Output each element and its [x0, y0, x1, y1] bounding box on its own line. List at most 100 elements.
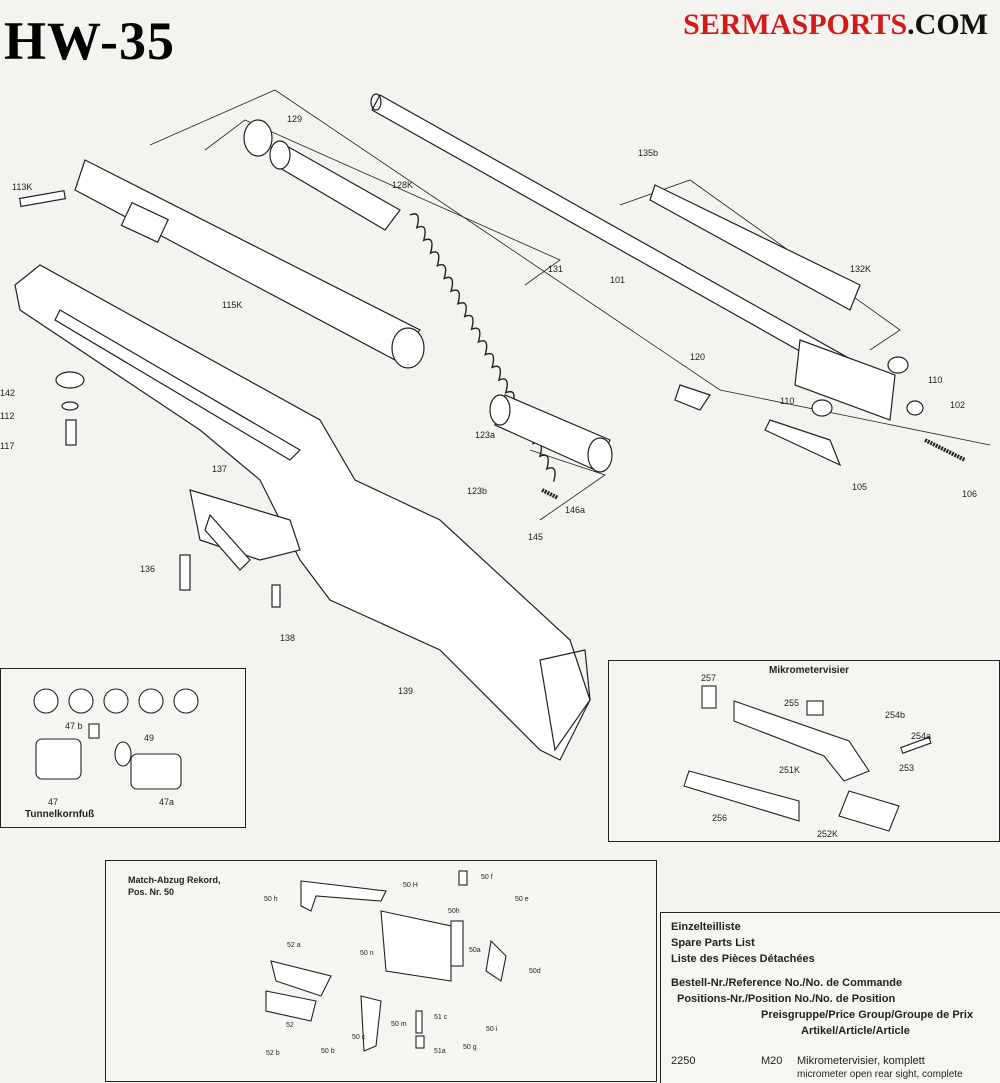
label-254b: 254b	[885, 710, 905, 720]
brand-logo: SERMASPORTS.COM	[683, 8, 988, 42]
label-123a: 123a	[475, 430, 495, 440]
trigger-block	[489, 394, 613, 473]
compression-tube-115k	[74, 159, 425, 369]
label-254a: 254a	[911, 731, 931, 741]
label-113k: 113K	[12, 182, 32, 192]
column-article: Artikel/Article/Article	[801, 1025, 910, 1037]
label-47b: 47 b	[65, 721, 83, 731]
label-50h-mid: 50h	[448, 908, 460, 915]
spring-106	[924, 438, 966, 462]
trigger-box-title2: Pos. Nr. 50	[128, 887, 175, 897]
spring-guide-120	[674, 384, 711, 411]
label-50n: 50 n	[360, 950, 374, 957]
label-50i: 50 i	[486, 1026, 498, 1033]
label-50g: 50 g	[463, 1044, 477, 1051]
label-110a: 110	[928, 375, 942, 385]
label-251k: 251K	[779, 765, 800, 775]
parts-list-heading-de: Einzelteilliste	[671, 921, 741, 933]
label-255: 255	[784, 698, 799, 708]
brand-domain: .COM	[907, 8, 988, 41]
trigger-guard-137	[189, 489, 301, 571]
label-52a: 52 a	[287, 942, 301, 949]
label-50h-left: 50 h	[264, 896, 278, 903]
screw-138	[271, 584, 281, 608]
label-253: 253	[899, 763, 914, 773]
label-50e: 50 e	[515, 896, 529, 903]
label-138: 138	[280, 633, 295, 643]
label-120: 120	[690, 352, 705, 362]
label-50f: 50 f	[481, 874, 493, 881]
washer-110	[887, 356, 909, 374]
label-51a: 51a	[434, 1048, 446, 1055]
latch-105	[764, 419, 842, 467]
label-142: 142	[0, 388, 15, 398]
label-50b: 50 b	[321, 1048, 335, 1055]
label-47a: 47a	[159, 797, 174, 807]
row-article: Mikrometervisier, komplett	[797, 1055, 925, 1067]
tunnel-box-title: Tunnelkornfuß	[25, 809, 95, 820]
trigger-box-title1: Match-Abzug Rekord,	[128, 875, 221, 885]
label-52: 52	[286, 1022, 294, 1029]
label-47: 47	[48, 797, 58, 807]
tunnel-sight-box: 47 b 49 47 47a Tunnelkornfuß	[0, 668, 246, 828]
label-128k: 128K	[392, 180, 413, 190]
label-50h-top: 50 H	[403, 882, 418, 889]
micrometer-sight-box: Mikrometervisier 257 255 254b 254a 251K …	[608, 660, 1000, 842]
label-105: 105	[852, 482, 867, 492]
label-252k: 252K	[817, 829, 838, 839]
label-137: 137	[212, 464, 227, 474]
label-115k: 115K	[222, 300, 242, 310]
column-price-group: Preisgruppe/Price Group/Groupe de Prix	[761, 1009, 974, 1021]
screw-117	[65, 419, 77, 446]
label-132k: 132K	[850, 264, 871, 274]
row-article-en: micrometer open rear sight, complete	[797, 1069, 963, 1080]
label-52b: 52 b	[266, 1050, 280, 1057]
parts-list-heading-en: Spare Parts List	[671, 937, 755, 949]
label-50a: 50a	[469, 947, 481, 954]
label-101: 101	[610, 275, 625, 285]
nut-142	[55, 371, 85, 389]
label-106: 106	[962, 489, 977, 499]
label-139: 139	[398, 686, 413, 696]
label-129: 129	[287, 114, 302, 124]
micrometer-drawing: 257 255 254b 254a 251K 253 256 252K	[683, 673, 932, 839]
parts-list-heading-fr: Liste des Pièces Détachées	[671, 953, 815, 965]
label-256: 256	[712, 813, 727, 823]
micrometer-box-title: Mikrometervisier	[769, 665, 850, 676]
label-110b: 110	[780, 396, 794, 406]
assembly-guide-lines	[149, 89, 991, 446]
trigger-housing	[794, 339, 896, 421]
row-reference: 2250	[671, 1055, 696, 1067]
column-reference: Bestell-Nr./Reference No./No. de Command…	[671, 977, 903, 989]
washer-110b	[811, 399, 833, 417]
label-102: 102	[950, 400, 965, 410]
label-136: 136	[140, 564, 155, 574]
row-price-group: M20	[761, 1055, 783, 1067]
label-50m: 50 m	[391, 1021, 407, 1028]
piston-128k	[243, 119, 401, 231]
nut-102	[906, 400, 924, 416]
brand-name: SERMASPORTS	[683, 8, 908, 41]
model-title: HW-35	[4, 11, 175, 71]
screw-136	[179, 554, 191, 591]
label-112: 112	[0, 411, 14, 421]
label-49: 49	[144, 733, 154, 743]
label-131: 131	[548, 264, 563, 274]
column-position: Positions-Nr./Position No./No. de Positi…	[677, 993, 896, 1005]
label-50c: 50 c	[352, 1034, 366, 1041]
label-117: 117	[0, 441, 14, 451]
spare-parts-list: Einzelteilliste Spare Parts List Liste d…	[660, 912, 1000, 1083]
label-51c: 51 c	[434, 1014, 448, 1021]
washer-112	[61, 401, 79, 411]
label-123b: 123b	[467, 486, 487, 496]
tunnel-sight-drawing: 47 b 49 47 47a	[33, 688, 199, 807]
cocking-lever-132k	[649, 184, 861, 311]
label-146a: 146a	[565, 505, 585, 515]
screw-113k	[18, 190, 67, 208]
label-135b: 135b	[638, 148, 658, 158]
stock-139	[14, 264, 591, 761]
barrel-101	[370, 93, 871, 386]
match-trigger-box: Match-Abzug Rekord, Pos. Nr. 50 50 h 50 …	[105, 860, 657, 1082]
